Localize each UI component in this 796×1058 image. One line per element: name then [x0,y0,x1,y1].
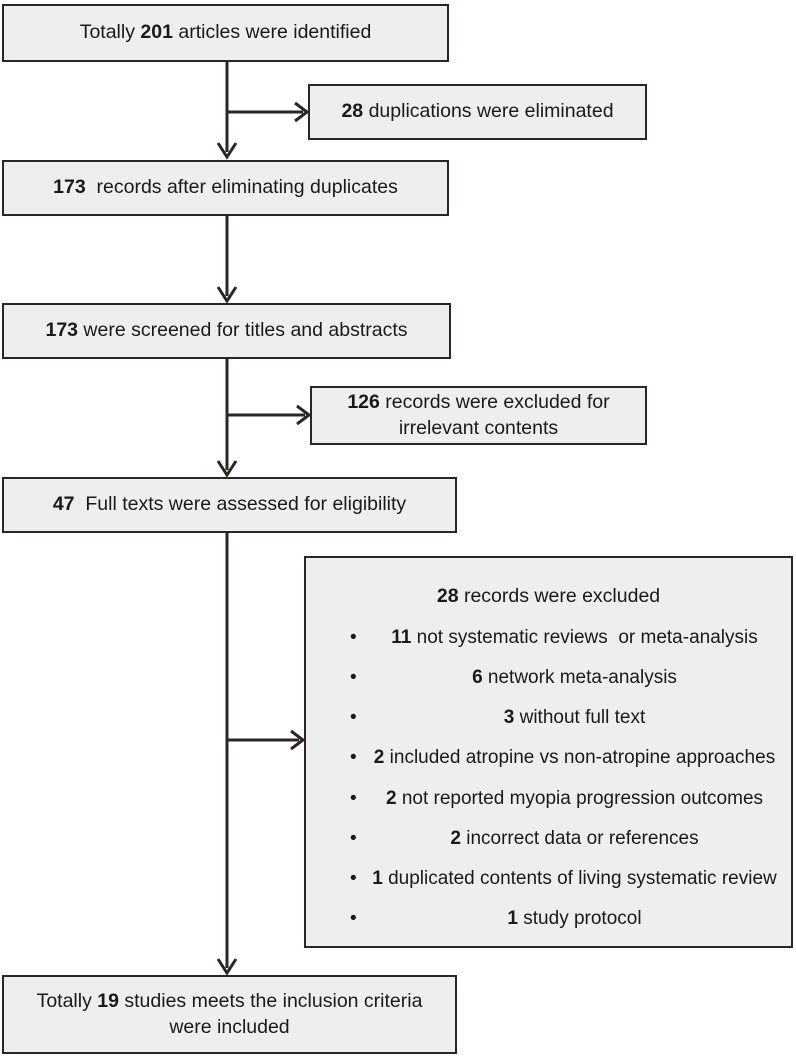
exclusion-text: not reported myopia progression outcomes [396,787,764,809]
count-records-excluded: 28 [436,585,459,607]
exclusion-count: 2 [373,747,385,769]
bullet-icon: • [350,827,357,849]
box-duplications-eliminated: 28 duplications were eliminated [308,84,647,140]
box-full-texts-assessed: 47 Full texts were assessed for eligibil… [2,477,457,533]
box-included-text: Totally 19 studies meets the inclusion c… [36,989,423,1038]
list-item: • 3 without full text [350,706,777,730]
count-identified: 201 [140,21,173,44]
exclusion-panel-heading: 28 records were excluded [436,585,661,607]
exclusion-reasons-list: •11 not systematic reviews or meta-analy… [320,626,777,932]
exclusion-text: duplicated contents of living systematic… [382,868,777,890]
bullet-icon: • [350,666,357,688]
arrowhead-down-fulltexts [216,460,238,478]
box-excluded-irrelevant-contents: 126 records were excluded for irrelevant… [310,386,647,445]
count-excluded-irrelevant: 126 [347,390,380,413]
box-studies-included: Totally 19 studies meets the inclusion c… [2,975,457,1054]
count-full-texts: 47 [52,493,75,516]
count-included: 19 [97,989,119,1012]
box-identified-text: Totally 201 articles were identified [79,21,372,44]
bullet-icon: • [350,707,357,729]
exclusion-count: 1 [507,908,518,930]
list-item: • 6 network meta-analysis [350,666,777,690]
arrowhead-down-after-duplicates [216,142,238,160]
arrowhead-right-exclusions [290,729,306,751]
exclusion-text: included atropine vs non-atropine approa… [384,747,776,769]
list-item: • 1 duplicated contents of living systema… [350,867,777,891]
arrowhead-down-included [216,958,238,976]
arrowhead-down-screened [216,286,238,304]
list-item: • 2 not reported myopia progression outco… [350,787,777,811]
bullet-icon: • [350,787,357,809]
list-item: • 2 included atropine vs non-atropine app… [350,746,777,770]
exclusion-count: 6 [472,666,483,688]
arrowhead-right-excluded-irrelevant [296,404,312,426]
bullet-icon: • [350,868,357,890]
exclusion-text: study protocol [518,908,642,930]
exclusion-count: 1 [372,868,383,890]
count-duplications: 28 [341,100,364,123]
exclusion-text: not systematic reviews or meta-analysis [411,626,758,648]
exclusion-count: 3 [503,707,515,729]
exclusion-panel-content: 28 records were excluded •11 not systema… [306,558,791,941]
exclusion-count: 11 [391,626,412,648]
box-screened-text: 173 were screened for titles and abstrac… [45,319,408,342]
bullet-icon: • [350,747,357,769]
box-records-after-duplicates: 173 records after eliminating duplicates [2,160,449,216]
box-duplications-text: 28 duplications were eliminated [341,100,614,123]
list-item: • 1 study protocol [350,907,777,931]
exclusion-text: without full text [514,707,646,729]
box-after-duplicates-text: 173 records after eliminating duplicates [53,176,398,199]
list-item: • 11 not systematic reviews or meta-analy… [350,626,777,650]
box-records-identified: Totally 201 articles were identified [2,4,449,62]
box-screened-titles-abstracts: 173 were screened for titles and abstrac… [2,303,451,359]
count-screened: 173 [45,319,79,342]
count-after-duplicates: 173 [53,176,86,199]
bullet-icon: • [350,908,357,930]
exclusion-text: incorrect data or references [460,827,699,849]
exclusion-count: 2 [385,787,397,809]
box-full-texts-text: 47 Full texts were assessed for eligibil… [52,493,407,516]
list-item: • 2 incorrect data or references [350,827,777,851]
bullet-icon: • [350,626,357,648]
exclusion-count: 2 [450,827,461,849]
arrowhead-right-duplications [294,101,310,123]
box-excluded-irrelevant-text: 126 records were excluded for irrelevant… [347,390,610,439]
exclusion-text: network meta-analysis [482,666,677,688]
box-exclusion-reasons-panel: 28 records were excluded •11 not systema… [304,556,793,948]
